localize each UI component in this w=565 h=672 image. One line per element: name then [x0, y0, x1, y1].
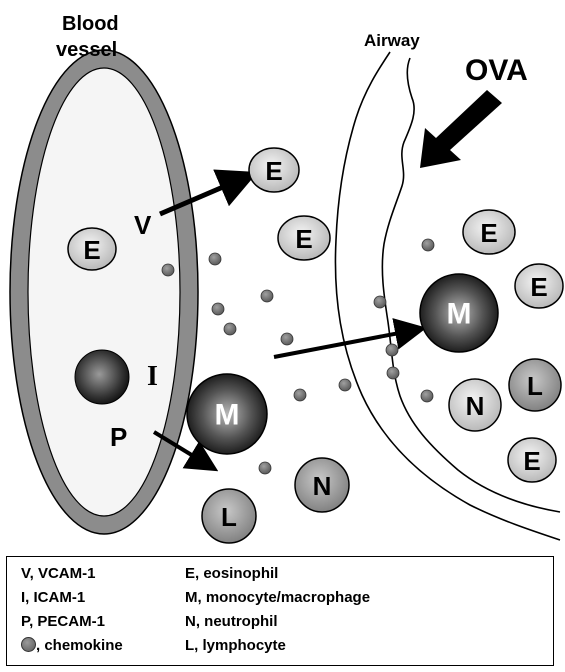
legend-neutrophil: N, neutrophil: [185, 613, 278, 630]
chemokine-dot: [421, 390, 433, 402]
svg-text:N: N: [313, 471, 332, 501]
svg-text:M: M: [215, 399, 240, 432]
icam-cell: [75, 350, 129, 404]
icam-label: I: [147, 361, 158, 392]
chemokine-dot: [162, 264, 174, 276]
eosinophil-cell: E: [515, 264, 563, 308]
legend-monocyte: M, monocyte/macrophage: [185, 589, 370, 606]
svg-text:E: E: [530, 272, 547, 302]
chemokine-dot-icon: [21, 637, 36, 652]
chemokine-dot: [281, 333, 293, 345]
svg-text:M: M: [447, 298, 472, 331]
chemokine-dot: [259, 462, 271, 474]
blood-vessel: [10, 50, 198, 534]
airway-label: Airway: [364, 31, 420, 50]
neutrophil-cell: N: [295, 458, 349, 512]
eosinophil-cell: E: [508, 438, 556, 482]
svg-text:E: E: [523, 446, 540, 476]
legend-lymphocyte: L, lymphocyte: [185, 637, 286, 654]
eosinophil-cell: E: [68, 228, 116, 270]
ova-arrow: [420, 90, 502, 168]
lymphocyte-cell: L: [509, 359, 561, 411]
chemokine-dot: [374, 296, 386, 308]
lymphocyte-cell: L: [202, 489, 256, 543]
chemokine-dot: [224, 323, 236, 335]
eosinophil-cell: E: [278, 216, 330, 260]
diagram-canvas: Blood vessel Airway OVA V I P E: [0, 0, 565, 556]
chemokine-dot: [261, 290, 273, 302]
vcam-label: V: [134, 210, 152, 240]
chemokine-dot: [422, 239, 434, 251]
eosinophil-cell: E: [249, 148, 299, 192]
chemokine-dot: [212, 303, 224, 315]
svg-text:E: E: [480, 218, 497, 248]
eosinophil-cell: E: [463, 210, 515, 254]
blood-vessel-label-1: Blood: [62, 13, 119, 35]
svg-text:E: E: [295, 224, 312, 254]
svg-text:L: L: [527, 371, 543, 401]
legend-icam: I, ICAM-1: [21, 589, 85, 606]
legend-box: V, VCAM-1 I, ICAM-1 P, PECAM-1 , chemoki…: [6, 556, 554, 666]
svg-text:E: E: [83, 235, 100, 265]
chemokine-dot: [339, 379, 351, 391]
monocyte-cell: M: [187, 374, 267, 454]
svg-text:N: N: [466, 391, 485, 421]
chemokine-dot: [294, 389, 306, 401]
svg-text:E: E: [265, 156, 282, 186]
svg-text:L: L: [221, 502, 237, 532]
legend-eosinophil: E, eosinophil: [185, 565, 278, 582]
monocyte-cell: M: [420, 274, 498, 352]
blood-vessel-label-2: vessel: [56, 39, 117, 61]
legend-chemokine-row: , chemokine: [21, 637, 123, 654]
chemokine-dot: [386, 344, 398, 356]
pecam-label: P: [110, 422, 127, 452]
ova-label: OVA: [465, 54, 528, 87]
legend-chemokine: , chemokine: [36, 637, 123, 654]
neutrophil-cell: N: [449, 379, 501, 431]
legend-pecam: P, PECAM-1: [21, 613, 105, 630]
chemokine-dot: [209, 253, 221, 265]
legend-vcam: V, VCAM-1: [21, 565, 95, 582]
chemokine-dot: [387, 367, 399, 379]
